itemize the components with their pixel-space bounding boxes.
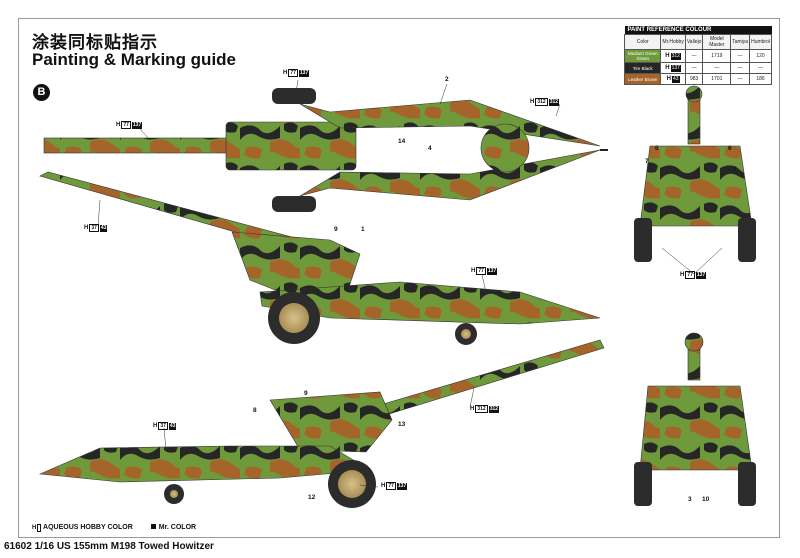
cell-humbrol: 120	[749, 49, 772, 63]
part-number: 6	[728, 145, 732, 152]
part-number: 7	[733, 166, 737, 173]
rear-view	[634, 332, 756, 506]
legend-aqueous: H​ AQUEOUS HOBBY COLOR	[32, 524, 133, 532]
legend-mrcolor: Mr. COLOR	[150, 524, 196, 532]
section-badge: B	[33, 84, 50, 101]
page-frame	[18, 18, 780, 538]
title-chinese: 涂装同标贴指示	[32, 33, 158, 53]
mid-wheel-hub	[279, 303, 309, 333]
part-number: 4	[428, 145, 432, 152]
part-number: 3	[688, 496, 692, 503]
top-spade	[480, 123, 530, 173]
part-number: 12	[308, 494, 316, 501]
low-trail	[38, 445, 371, 483]
low-cradle	[269, 391, 393, 453]
part-number: 7	[645, 158, 649, 165]
part-number: 10	[702, 496, 710, 503]
top-view	[43, 88, 608, 212]
part-number: 9	[334, 226, 338, 233]
title-english: Painting & Marking guide	[32, 50, 237, 69]
swatch-brown: Leather Brown	[623, 73, 662, 85]
product-footer: 61602 1/16 US 155mm M198 Towed Howitzer	[4, 541, 214, 552]
part-number: 9	[304, 390, 308, 397]
top-breech	[225, 121, 357, 171]
swatch-green: Medium Green Green	[623, 49, 662, 63]
top-barrel	[43, 137, 235, 154]
square-icon	[150, 524, 156, 529]
top-wheel-left	[272, 88, 316, 104]
col-mrhobby: Mr.Hobby	[660, 34, 686, 50]
cell-vallejo: 983	[684, 73, 704, 85]
cell-humbrol: 186	[749, 73, 772, 85]
col-vallejo: Vallejo	[684, 34, 704, 50]
part-number: 8	[253, 407, 257, 414]
paint-reference-table: PAINT REFERENCE COLOUR Color Mr.Hobby Va…	[623, 26, 772, 85]
part-number: 14	[398, 138, 406, 145]
part-number: 1	[361, 226, 365, 233]
table-caption: PAINT REFERENCE COLOUR	[624, 26, 772, 35]
side-view-lower	[38, 339, 605, 508]
top-wheel-right	[272, 196, 316, 212]
color-legend: H​ AQUEOUS HOBBY COLOR Mr. COLOR	[32, 524, 196, 532]
top-trail-upper	[299, 99, 601, 147]
col-humbrol: Humbrol	[749, 34, 772, 50]
part-number: 13	[398, 421, 406, 428]
part-number: 2	[445, 76, 449, 83]
side-view-upper	[39, 171, 601, 345]
front-view	[634, 85, 756, 262]
part-number: 6	[655, 145, 659, 152]
table-header-row: Color Mr.Hobby Vallejo Model Master Tami…	[623, 34, 772, 50]
